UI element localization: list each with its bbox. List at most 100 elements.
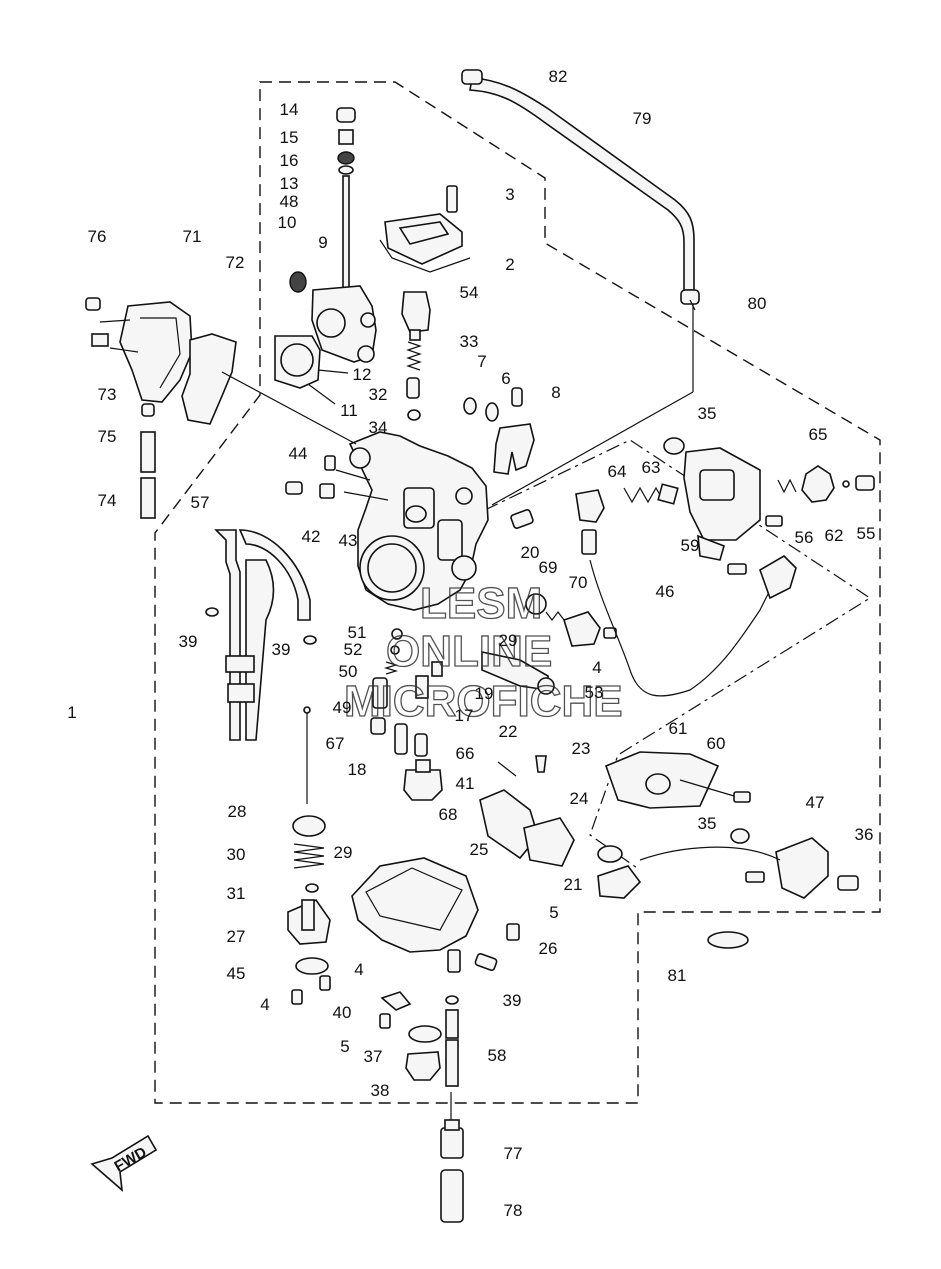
callout-27: 27 — [227, 927, 246, 946]
hose-57 — [214, 529, 241, 741]
callout-21: 21 — [564, 875, 583, 894]
callout-29: 29 — [334, 843, 353, 862]
callout-2: 2 — [505, 255, 514, 274]
cap-28 — [292, 815, 326, 837]
drain-plug-38 — [405, 1051, 441, 1081]
spring-15 — [338, 129, 354, 145]
callout-29: 29 — [499, 631, 518, 650]
callout-17: 17 — [455, 706, 474, 725]
knob-65 — [801, 465, 835, 503]
watermark-line-1: LESM — [420, 579, 542, 628]
callout-62: 62 — [825, 526, 844, 545]
callout-15: 15 — [280, 128, 299, 147]
callout-36: 36 — [855, 825, 874, 844]
callout-25: 25 — [470, 840, 489, 859]
hose-78 — [440, 1169, 464, 1223]
callout-35: 35 — [698, 814, 717, 833]
callout-68: 68 — [439, 805, 458, 824]
callout-24: 24 — [570, 789, 589, 808]
callout-16: 16 — [280, 151, 299, 170]
callout-67: 67 — [326, 734, 345, 753]
callout-58: 58 — [488, 1046, 507, 1065]
callout-39: 39 — [272, 640, 291, 659]
callout-57: 57 — [191, 493, 210, 512]
clamp-81 — [707, 931, 749, 949]
callout-63: 63 — [642, 458, 661, 477]
callout-1: 1 — [67, 703, 76, 722]
clip-73 — [91, 333, 109, 347]
callout-54: 54 — [460, 283, 479, 302]
callout-76: 76 — [88, 227, 107, 246]
harness-zone — [484, 439, 872, 871]
callout-22: 22 — [499, 722, 518, 741]
callout-74: 74 — [98, 491, 117, 510]
gasket-72 — [181, 333, 237, 425]
callout-47: 47 — [806, 793, 825, 812]
callout-64: 64 — [608, 462, 627, 481]
callout-55: 55 — [857, 524, 876, 543]
callout-50: 50 — [339, 662, 358, 681]
tube-58-lower — [445, 1039, 459, 1087]
callout-20: 20 — [521, 543, 540, 562]
callout-72: 72 — [226, 253, 245, 272]
screw-3 — [446, 185, 458, 213]
callout-73: 73 — [98, 385, 117, 404]
callout-10: 10 — [278, 213, 297, 232]
callout-56: 56 — [795, 528, 814, 547]
callout-43: 43 — [339, 531, 358, 550]
callout-79: 79 — [633, 109, 652, 128]
callout-6: 6 — [501, 369, 510, 388]
callout-12: 12 — [353, 365, 372, 384]
cable-46 — [589, 559, 771, 697]
bracket — [493, 423, 535, 475]
callout-5: 5 — [549, 903, 558, 922]
callout-71: 71 — [183, 227, 202, 246]
callout-65: 65 — [809, 425, 828, 444]
callout-61: 61 — [669, 719, 688, 738]
nut-16 — [337, 151, 355, 165]
callout-77: 77 — [504, 1144, 523, 1163]
callout-38: 38 — [371, 1081, 390, 1100]
callout-35: 35 — [698, 404, 717, 423]
washer-13 — [338, 165, 354, 175]
watermark-line-2: ONLINE — [386, 627, 552, 676]
ring-69 — [525, 593, 547, 615]
screw-76 — [85, 297, 101, 311]
callout-19: 19 — [475, 684, 494, 703]
connector-46 — [759, 554, 797, 600]
callout-37: 37 — [364, 1047, 383, 1066]
oring-34 — [407, 409, 421, 421]
callout-9: 9 — [318, 233, 327, 252]
tube-74-lower — [140, 477, 156, 519]
oring-35-top — [663, 437, 685, 455]
seal-10 — [289, 271, 307, 293]
callout-39: 39 — [503, 991, 522, 1010]
vent-hose — [469, 77, 695, 291]
float-41 — [403, 769, 443, 801]
callout-33: 33 — [460, 332, 479, 351]
callout-81: 81 — [668, 966, 687, 985]
callout-8: 8 — [551, 383, 560, 402]
callout-42: 42 — [302, 527, 321, 546]
callout-60: 60 — [707, 734, 726, 753]
watermark-line-3: MICROFICHE — [344, 677, 623, 726]
callout-70: 70 — [569, 573, 588, 592]
needle-32 — [406, 377, 420, 399]
callout-3: 3 — [505, 185, 514, 204]
callout-75: 75 — [98, 427, 117, 446]
callout-69: 69 — [539, 558, 558, 577]
fwd-arrow-icon: FWD — [90, 1134, 158, 1192]
float-bowl — [351, 857, 479, 953]
hose-clamp-top — [461, 69, 483, 85]
callout-32: 32 — [369, 385, 388, 404]
spring-33 — [406, 341, 422, 371]
oring-37 — [408, 1025, 442, 1043]
tube-74-upper — [140, 431, 156, 473]
callout-5: 5 — [340, 1037, 349, 1056]
callout-80: 80 — [748, 294, 767, 313]
callout-28: 28 — [228, 802, 247, 821]
callout-11: 11 — [340, 401, 358, 420]
